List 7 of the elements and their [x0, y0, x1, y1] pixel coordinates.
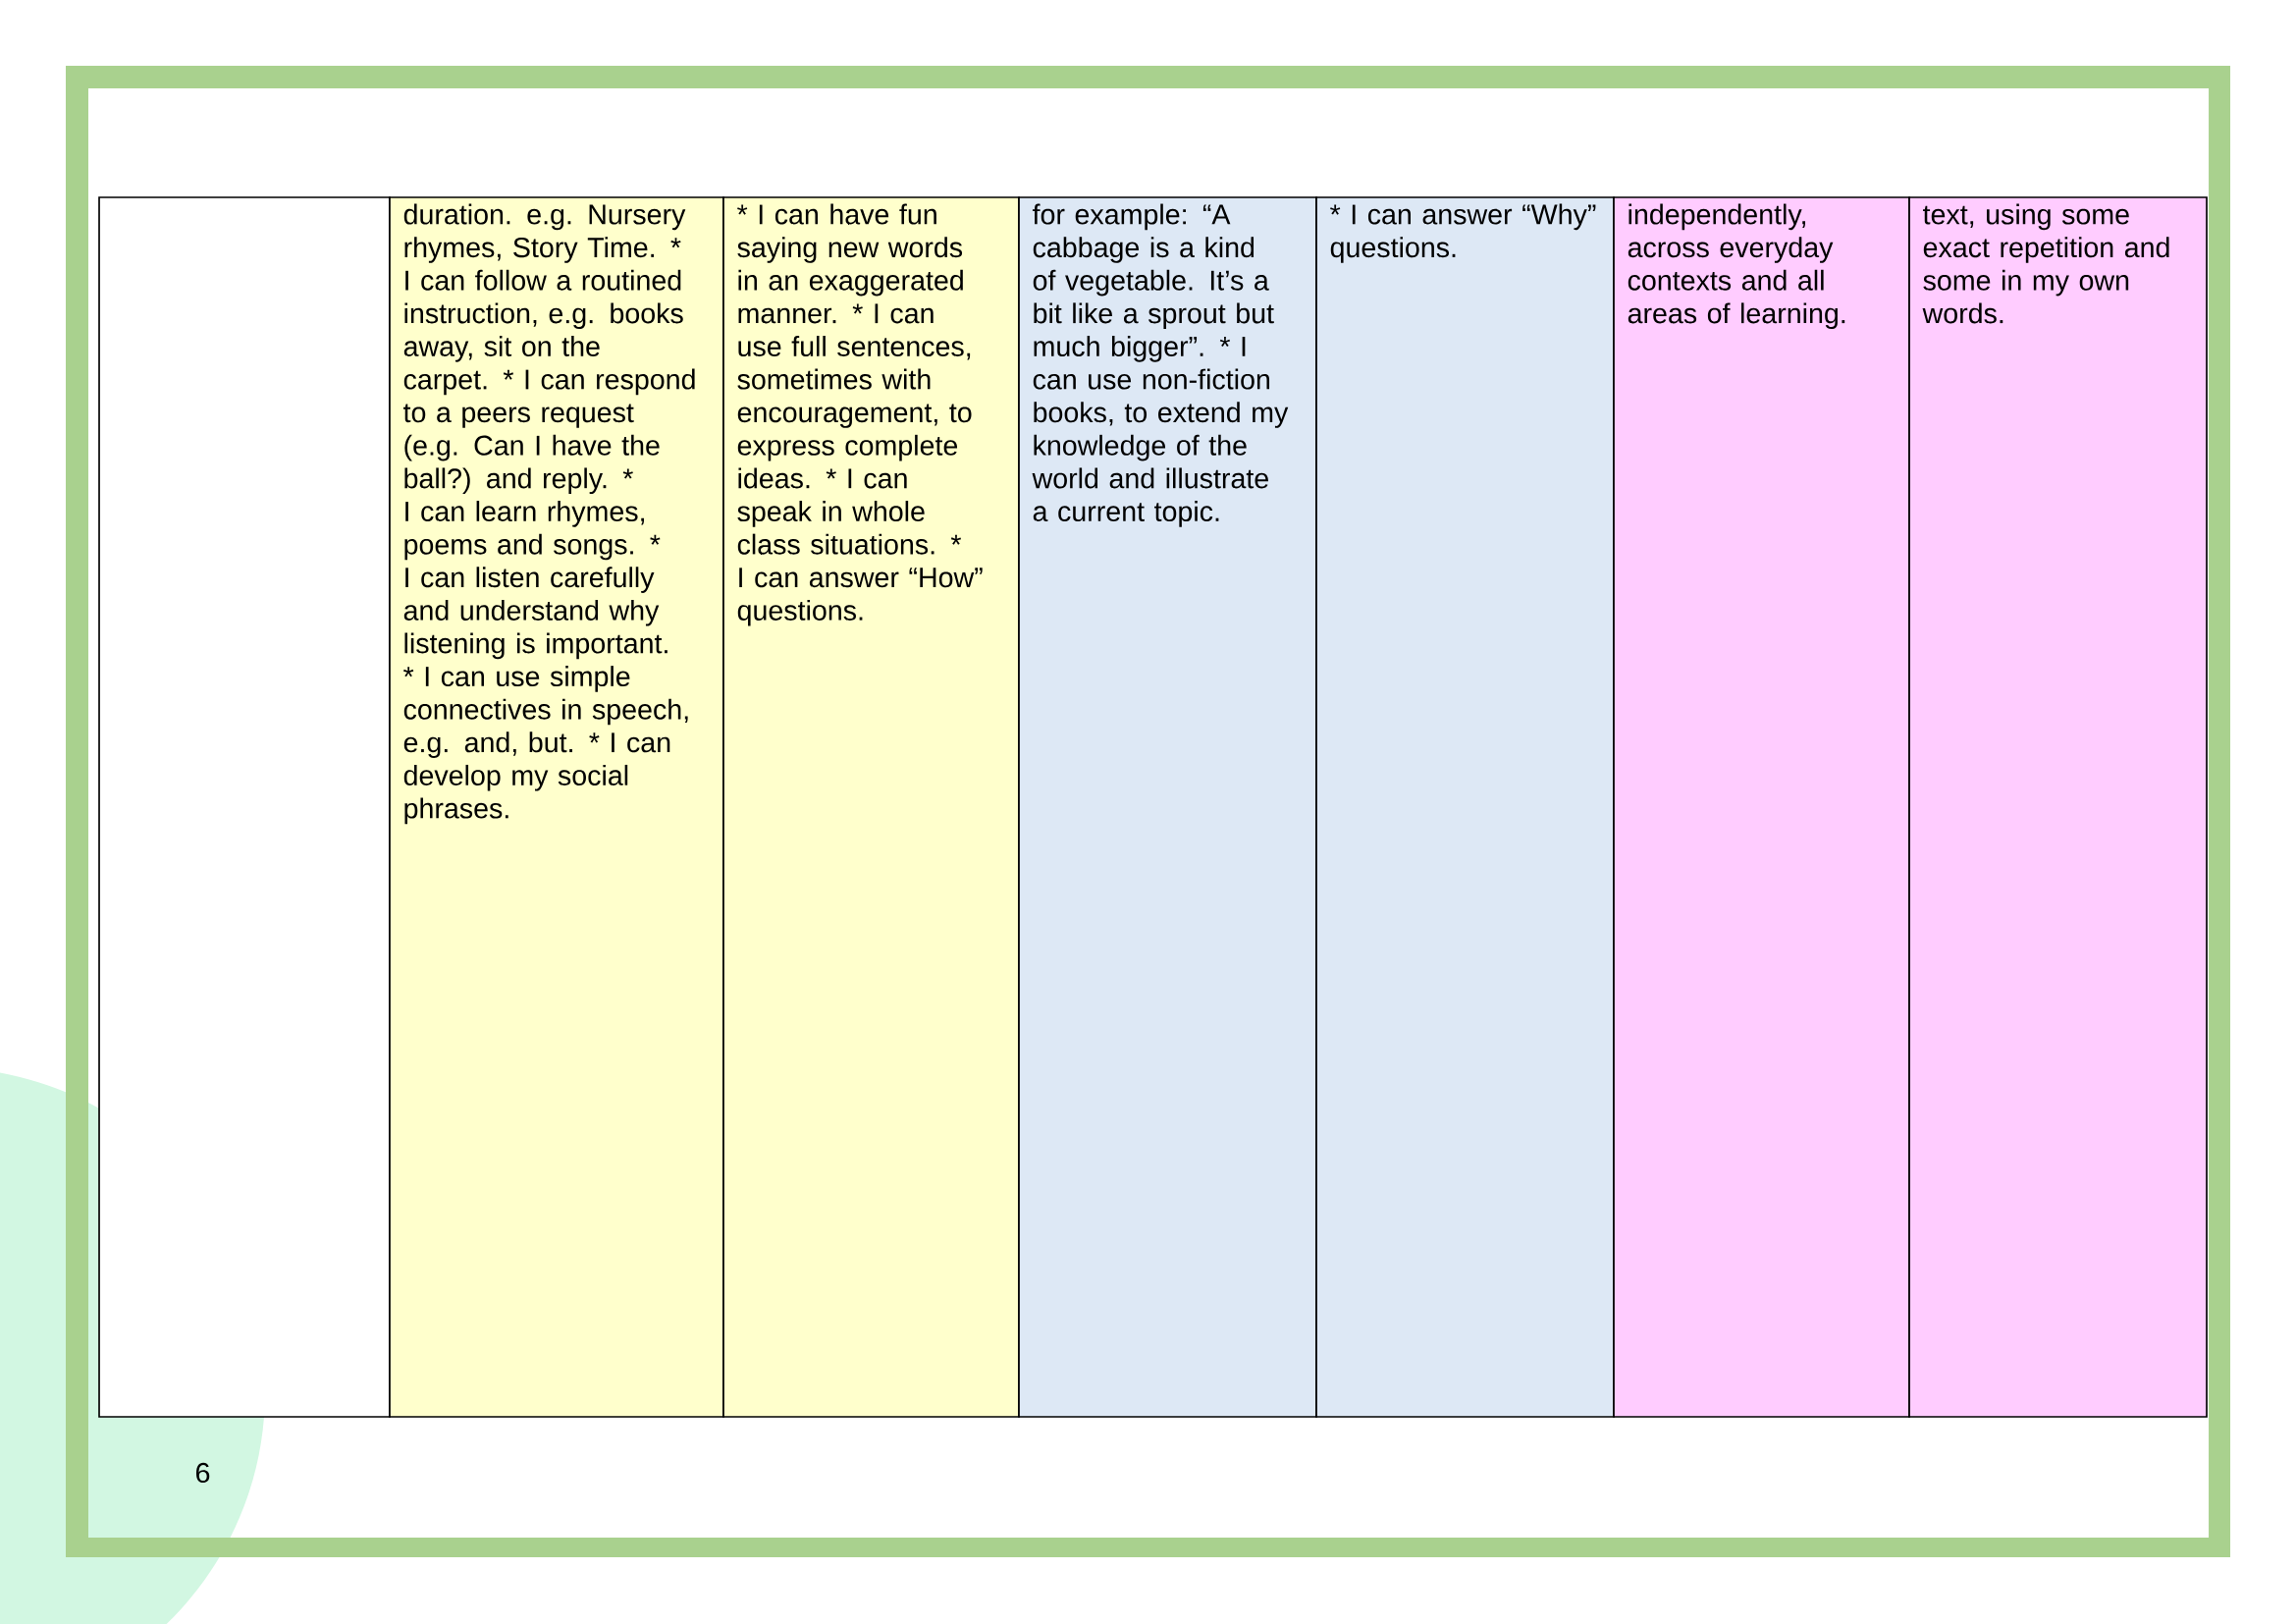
table-cell: for example: “A cabbage is a kind of vegetable. It’s a bit like a sprout but much bigger”. * I can use non-fiction books, to extend my knowledge of the world and illustrate a current topic. — [1018, 196, 1317, 1418]
page-number: 6 — [196, 1462, 210, 1484]
table-cell: * I can have fun saying new words in an exaggerated manner. * I can use full sentences, sometimes with encouragement, to express complete ideas. * I can speak in whole class situations. * I can answer “How” questions. — [722, 196, 1020, 1418]
table-cell: duration. e.g. Nursery rhymes, Story Time. * I can follow a routined instruction, e.g. books away, sit on the carpet. * I can respond to a peers request (e.g. Can I have the ball?) and reply. * I can learn rhymes, poems and songs. * I can listen carefully and understand why listening is important. * I can use simple connectives in speech, e.g. and, but. * I can develop my social phrases. — [389, 196, 724, 1418]
table-cell: * I can answer “Why” questions. — [1315, 196, 1615, 1418]
table-cell: independently, across everyday contexts and all areas of learning. — [1613, 196, 1910, 1418]
table-cell: text, using some exact repetition and some in my own words. — [1908, 196, 2208, 1418]
